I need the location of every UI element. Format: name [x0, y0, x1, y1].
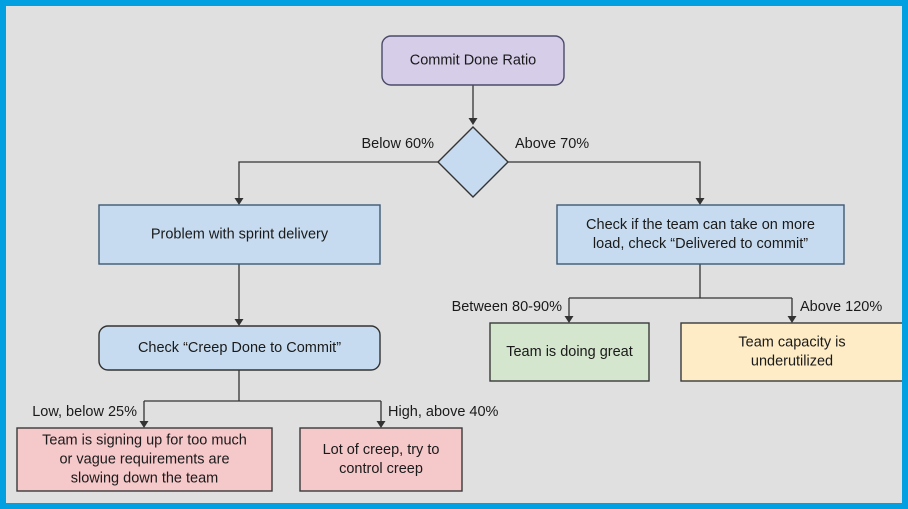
label-low-below-25: Low, below 25% [32, 404, 137, 420]
edge-creep-split [143, 370, 382, 424]
node-shape-check-creep-done-to-commit [98, 325, 381, 371]
node-team-capacity-underutilized[interactable]: Team capacity is underutilized [680, 322, 903, 382]
edge-decision-to-problem-arrowhead [234, 198, 244, 205]
node-label-signing-up-too-much: slowing down the team [71, 470, 219, 486]
label-high-above-40: High, above 40% [388, 404, 499, 420]
edge-decision-to-check-load [508, 161, 701, 201]
edge-creep-to-lot-of-creep-arrow-arrowhead [376, 421, 386, 428]
node-ratio-decision[interactable] [437, 126, 509, 198]
edge-ratio-to-decision-arrowhead [468, 118, 478, 125]
node-label-lot-of-creep: Lot of creep, try to [323, 442, 440, 458]
edge-problem-to-creep-arrowhead [234, 319, 244, 326]
node-commit-done-ratio[interactable]: Commit Done Ratio [381, 35, 565, 86]
edge-decision-to-problem [238, 161, 438, 201]
edge-load-split [568, 264, 793, 319]
node-lot-of-creep[interactable]: Lot of creep, try to control creep [299, 427, 463, 492]
node-label-commit-done-ratio: Commit Done Ratio [410, 52, 537, 68]
edge-labels-layer: Below 60% Above 70% Between 80-90% Above 12… [32, 136, 882, 420]
node-shape-signing-up-too-much [16, 427, 273, 492]
node-shape-check-take-more-load [556, 204, 845, 265]
node-signing-up-too-much[interactable]: Team is signing up for too much or vague … [16, 427, 273, 492]
label-between-80-90: Between 80-90% [452, 299, 563, 315]
node-label-team-doing-great: Team is doing great [506, 344, 633, 360]
node-shape-problem-sprint-delivery [98, 204, 381, 265]
node-shape-ratio-decision [437, 126, 509, 198]
node-problem-sprint-delivery[interactable]: Problem with sprint delivery [98, 204, 381, 265]
edge-creep-to-signing-up-arrow-arrowhead [139, 421, 149, 428]
node-label-signing-up-too-much: or vague requirements are [59, 451, 229, 467]
node-shape-team-capacity-underutilized [680, 322, 902, 382]
label-above-120: Above 120% [800, 299, 882, 315]
label-above-70: Above 70% [515, 136, 589, 152]
edge-load-to-great-arrow-arrowhead [564, 316, 574, 323]
node-team-doing-great[interactable]: Team is doing great [489, 322, 650, 382]
edge-decision-to-check-load-arrowhead [695, 198, 705, 205]
node-label-team-capacity-underutilized: Team capacity is [738, 334, 845, 350]
node-label-check-take-more-load: Check if the team can take on more [586, 217, 815, 233]
node-check-creep-done-to-commit[interactable]: Check “Creep Done to Commit” [98, 325, 381, 371]
edge-load-to-underutilized-arrow-arrowhead [787, 316, 797, 323]
label-below-60: Below 60% [361, 136, 434, 152]
node-label-team-capacity-underutilized: underutilized [751, 353, 833, 369]
node-label-check-take-more-load: load, check “Delivered to commit” [593, 236, 808, 252]
node-label-lot-of-creep: control creep [339, 461, 423, 477]
node-shape-commit-done-ratio [381, 35, 565, 86]
node-label-signing-up-too-much: Team is signing up for too much [42, 432, 247, 448]
node-check-take-more-load[interactable]: Check if the team can take on more load, … [556, 204, 845, 265]
node-label-problem-sprint-delivery: Problem with sprint delivery [151, 226, 329, 242]
node-shape-team-doing-great [489, 322, 650, 382]
node-shape-lot-of-creep [299, 427, 463, 492]
edges-layer [139, 85, 797, 428]
node-label-check-creep-done-to-commit: Check “Creep Done to Commit” [138, 340, 341, 356]
